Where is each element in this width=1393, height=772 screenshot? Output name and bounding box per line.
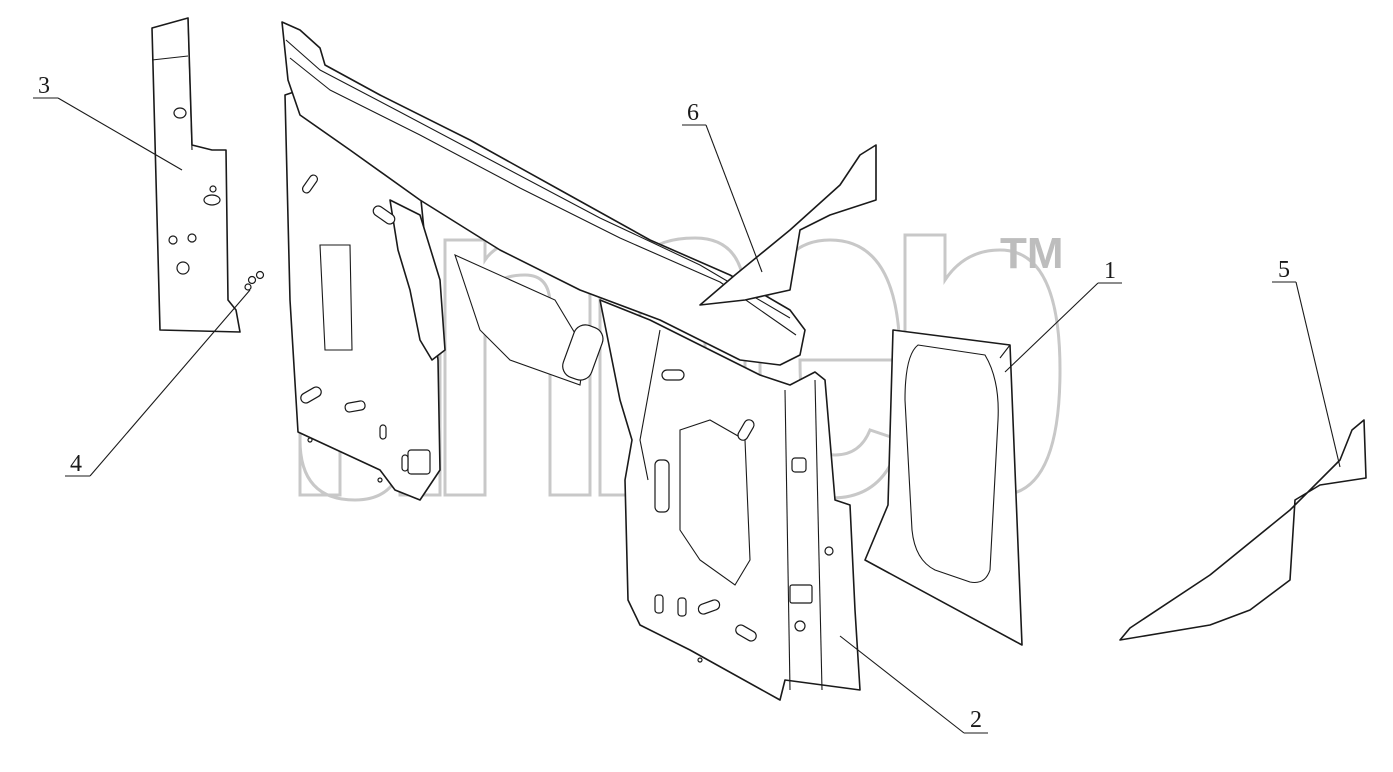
part-6-seal-strip-upper (699, 144, 877, 306)
callout-2-label: 2 (970, 707, 982, 733)
callout-1-label: 1 (1104, 258, 1116, 284)
callout-2: 2 (839, 635, 988, 734)
callout-3: 3 (33, 73, 183, 171)
callout-4: 4 (65, 289, 251, 477)
part-2-dash-panel-assembly (281, 21, 861, 701)
callouts: 3 4 6 1 5 2 (33, 73, 1341, 734)
callout-6-label: 6 (687, 100, 699, 126)
callout-5-label: 5 (1278, 257, 1290, 283)
part-3-pillar-panel (151, 17, 241, 333)
part-1-insulation-pad (864, 329, 1023, 646)
callout-6: 6 (682, 100, 763, 273)
callout-1: 1 (1004, 258, 1122, 373)
trademark-mark: TM (1000, 229, 1064, 278)
callout-5: 5 (1272, 257, 1341, 468)
part-4-fasteners (244, 270, 265, 291)
callout-4-label: 4 (70, 451, 82, 477)
callout-3-label: 3 (38, 73, 50, 99)
part-5-seal-strip-right (1119, 419, 1367, 641)
